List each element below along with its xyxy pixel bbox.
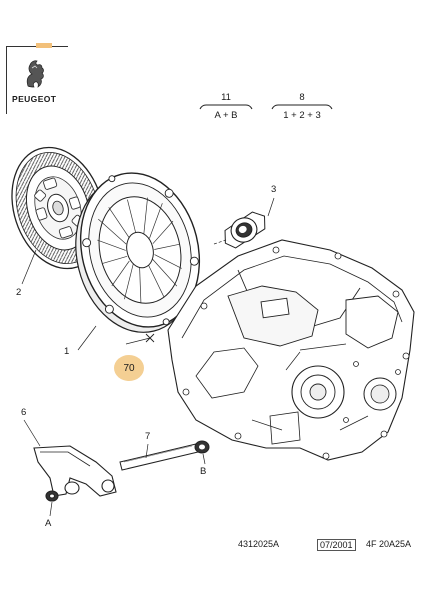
legend-formula: A + B: [214, 110, 238, 121]
legend-number: 8: [299, 92, 305, 103]
callout-part-2: 2: [16, 287, 22, 298]
callout-part-70: 70: [114, 355, 144, 381]
brand-name: PEUGEOT: [12, 94, 57, 104]
callout-part-3: 3: [271, 184, 277, 195]
footer-model-code: 4F 20A25A: [366, 539, 412, 549]
legend-number: 11: [221, 92, 231, 103]
footer-reference: 4312025A: [238, 539, 280, 549]
callout-part-b: B: [200, 466, 207, 477]
legend-divider: [271, 104, 333, 110]
gearbox-housing: [167, 239, 415, 461]
peugeot-lion-icon: [26, 60, 44, 88]
callout-part-1: 1: [64, 346, 70, 357]
callout-part-6: 6: [21, 407, 27, 418]
legend-group-8: 8 1 + 2 + 3: [270, 92, 334, 121]
legend-formula: 1 + 2 + 3: [283, 110, 321, 121]
logo-accent-bar: [36, 43, 52, 48]
brand-logo: PEUGEOT: [6, 43, 68, 114]
legend-divider: [199, 104, 253, 110]
leader-lines: [21, 197, 275, 517]
callout-part-a: A: [45, 518, 52, 529]
callout-part-7: 7: [145, 431, 151, 442]
fork-shaft: [119, 440, 210, 471]
pressure-plate: [75, 172, 201, 333]
legend-group-11: 11 A + B: [198, 92, 254, 121]
release-fork: [33, 445, 117, 502]
footer-date: 07/2001: [317, 539, 356, 551]
release-bearing: [224, 211, 266, 249]
